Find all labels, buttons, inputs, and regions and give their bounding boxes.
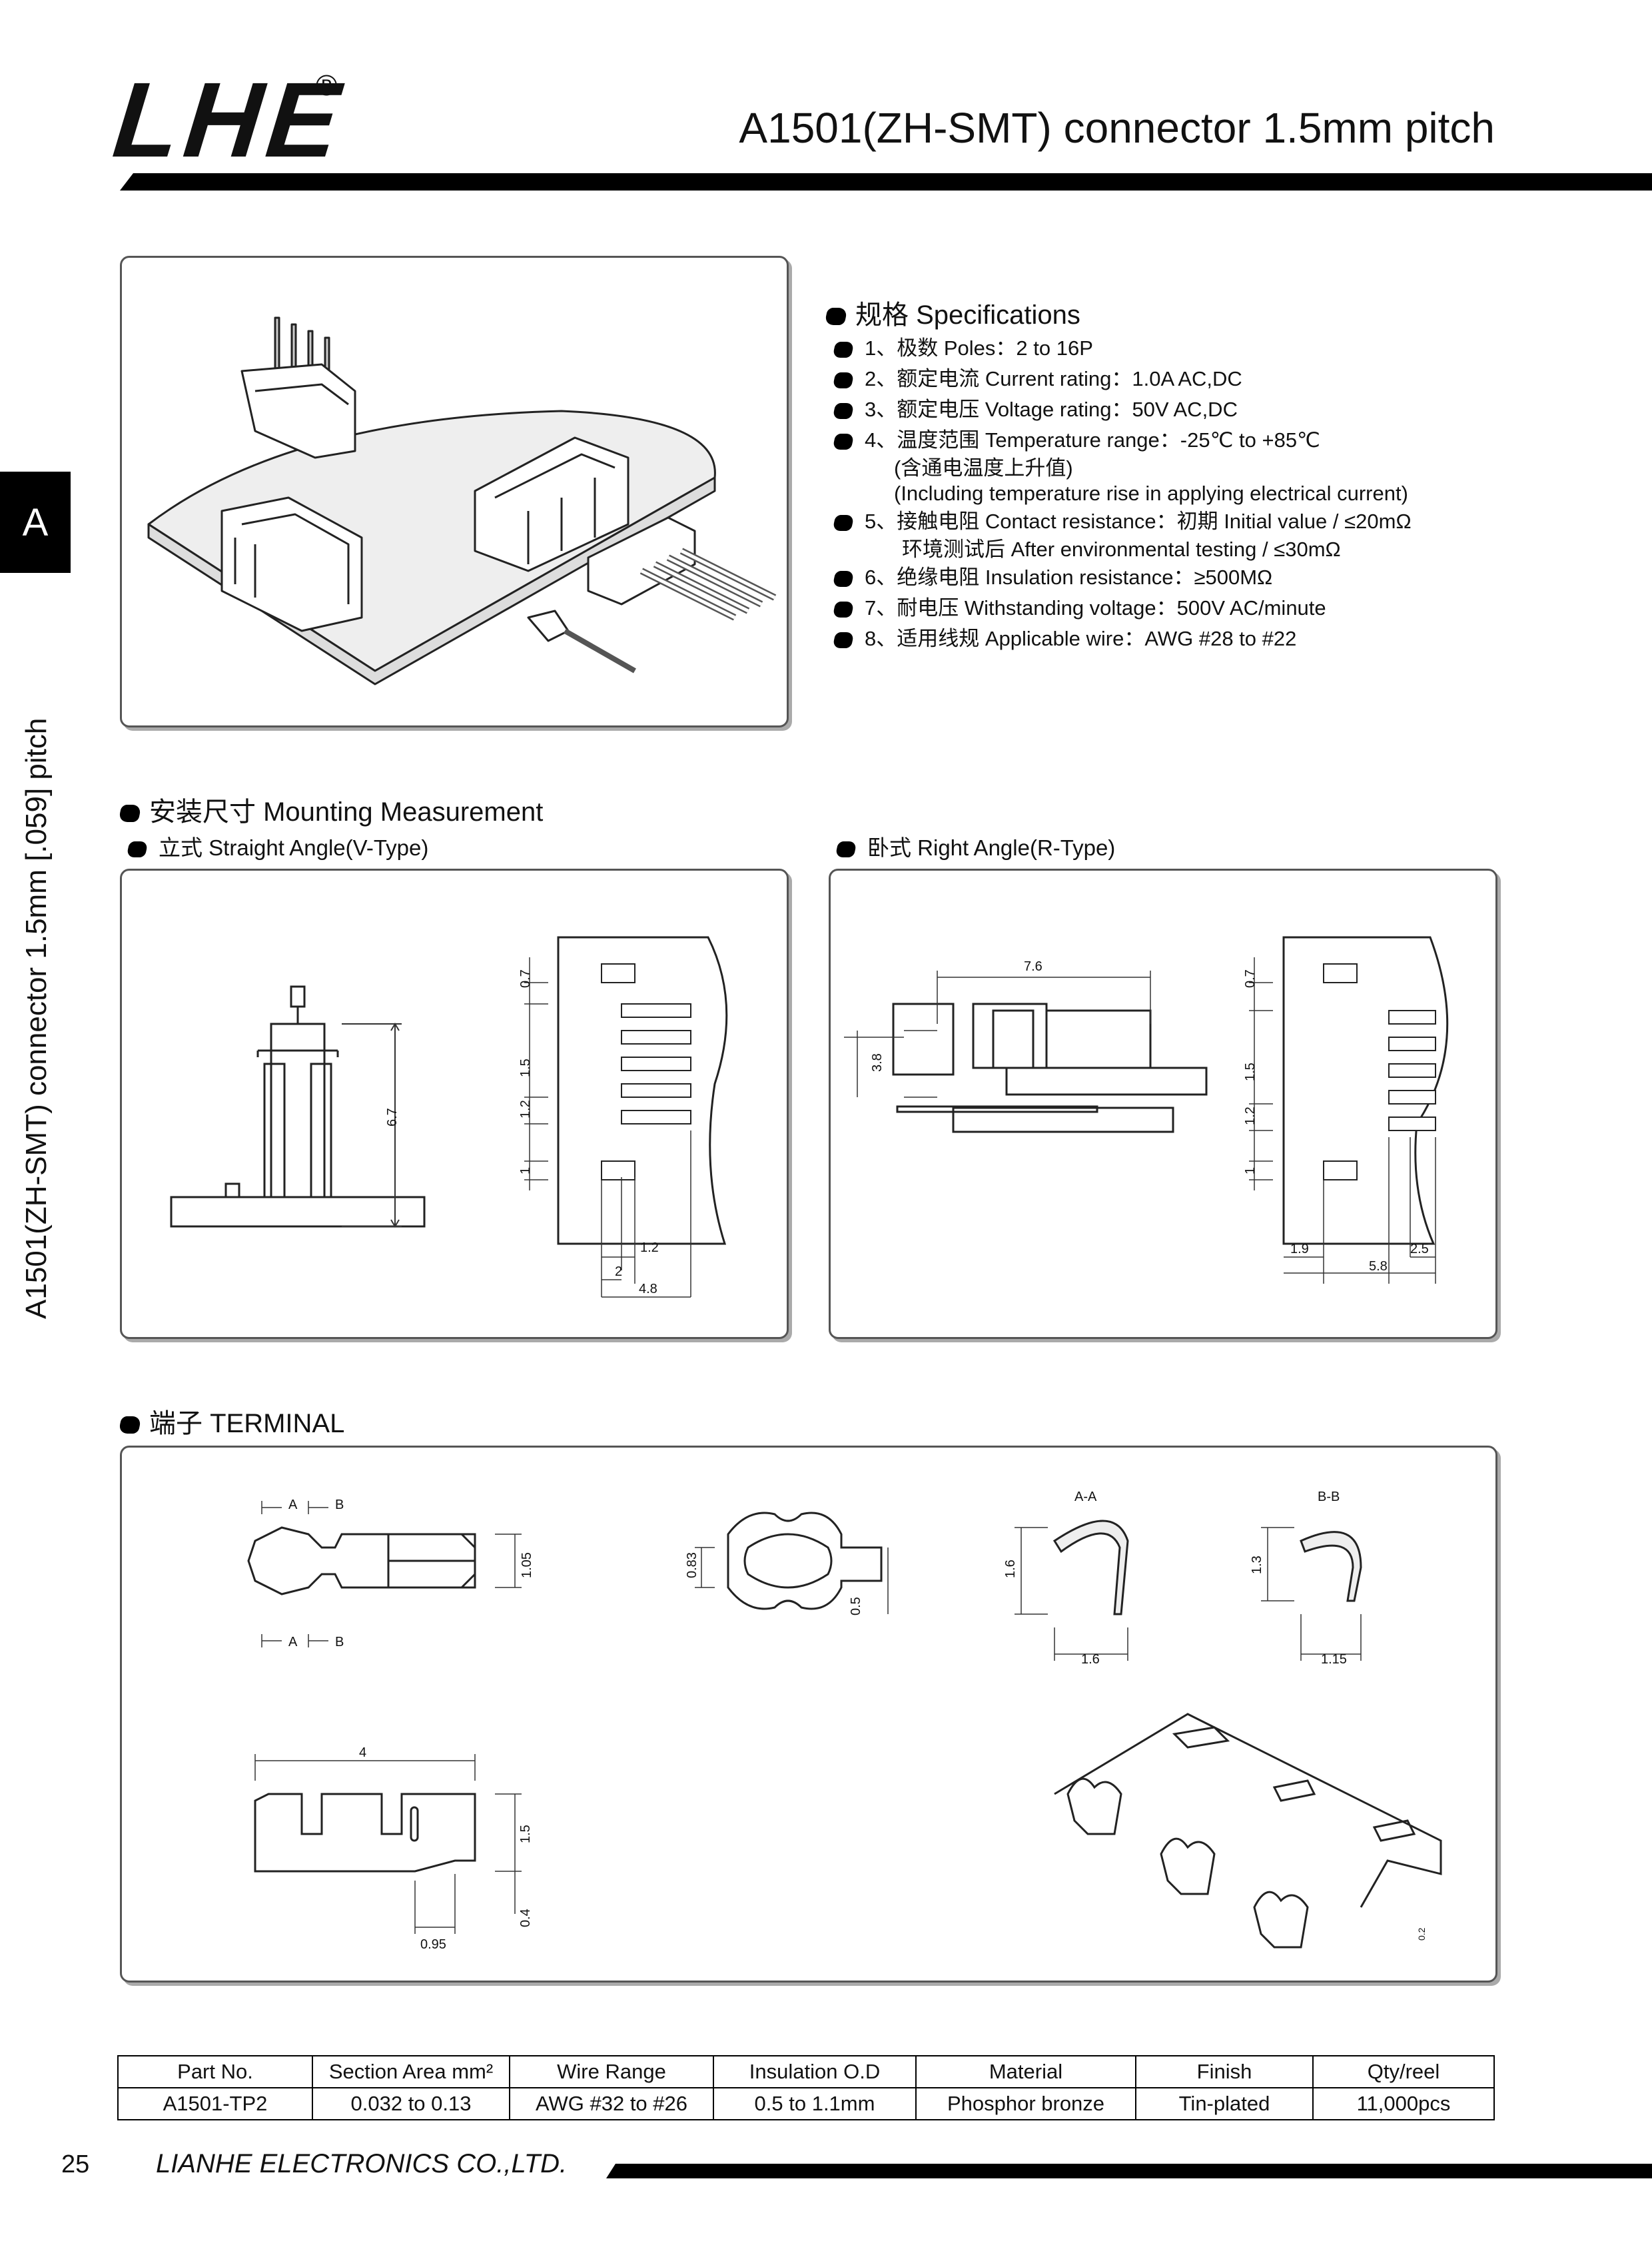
- section-marker: A: [288, 1498, 298, 1512]
- dim-label: 0.7: [518, 969, 533, 988]
- terminal-spec-table: Part No. Section Area mm² Wire Range Ins…: [117, 2055, 1495, 2120]
- section-tab[interactable]: A: [0, 472, 71, 573]
- bullet-icon: [832, 514, 855, 531]
- spec-item: 1、极数 Poles：2 to 16P: [832, 333, 1412, 364]
- table-header-row: Part No. Section Area mm² Wire Range Ins…: [117, 2055, 1495, 2088]
- spec-item: 7、耐电压 Withstanding voltage：500V AC/minut…: [832, 593, 1412, 624]
- bullet-icon: [832, 570, 855, 587]
- mounting-heading: 安装尺寸 Mounting Measurement: [118, 790, 543, 829]
- table-cell: AWG #32 to #26: [509, 2087, 714, 2120]
- dim-label: 1.5: [1243, 1063, 1258, 1081]
- table-cell: 11,000pcs: [1312, 2087, 1495, 2120]
- spec-note: (Including temperature rise in applying …: [894, 482, 1408, 505]
- table-header-cell: Material: [915, 2055, 1136, 2088]
- bullet-icon: [832, 601, 855, 618]
- spec-item: 6、绝缘电阻 Insulation resistance：≥500MΩ: [832, 562, 1412, 593]
- terminal-drawing: A B A B A-A B-B 1.05 0.83 0.5 1.6 1.6 1.…: [247, 1490, 1442, 1952]
- company-logo: LHE: [108, 60, 350, 179]
- table-cell: A1501-TP2: [117, 2087, 313, 2120]
- view-label: A-A: [1074, 1490, 1097, 1504]
- dim-label: 1: [518, 1167, 533, 1174]
- straight-angle-drawing-panel: 6.7 0.7 1.5 1.2 1 1.2 2 4.8: [120, 869, 789, 1339]
- bullet-icon: [118, 805, 142, 823]
- right-angle-label: 卧式 Right Angle(R-Type): [835, 830, 1115, 862]
- table-cell: 0.5 to 1.1mm: [713, 2087, 917, 2120]
- bullet-icon: [832, 341, 855, 358]
- side-title: A1501(ZH-SMT) connector 1.5mm [.059] pit…: [20, 717, 53, 1319]
- company-name: LIANHE ELECTRONICS CO.,LTD.: [156, 2149, 568, 2178]
- dim-label: 4: [359, 1745, 366, 1760]
- dim-label: 0.95: [420, 1937, 446, 1952]
- footer-rule: [606, 2164, 1652, 2178]
- dim-label: 2.5: [1410, 1242, 1429, 1256]
- bullet-icon: [118, 1416, 142, 1434]
- bullet-icon: [832, 433, 855, 450]
- v-type-drawing: 6.7 0.7 1.5 1.2 1 1.2 2 4.8: [170, 936, 728, 1298]
- dim-label: 0.83: [685, 1552, 699, 1578]
- dim-label: 4.8: [639, 1282, 657, 1296]
- dim-label: 1.15: [1321, 1652, 1347, 1667]
- spec-item: 2、额定电流 Current rating：1.0A AC,DC: [832, 364, 1412, 394]
- table-header-cell: Qty/reel: [1312, 2055, 1495, 2088]
- section-marker: B: [335, 1635, 344, 1649]
- connector-illustration: [147, 316, 777, 685]
- right-angle-drawing-panel: 7.6 3.8 0.7 1.5 1.2 1 1.9 2.5 5.8: [829, 869, 1497, 1339]
- r-type-drawing: 7.6 3.8 0.7 1.5 1.2 1 1.9 2.5 5.8: [844, 936, 1449, 1284]
- dim-label: 1: [1243, 1167, 1258, 1174]
- dim-label: 1.5: [518, 1825, 533, 1843]
- dim-label: 1.05: [520, 1552, 534, 1578]
- table-header-cell: Finish: [1135, 2055, 1314, 2088]
- page-title: A1501(ZH-SMT) connector 1.5mm pitch: [739, 104, 1495, 152]
- dim-label: 0.7: [1243, 969, 1258, 988]
- dim-label: 1.6: [1081, 1652, 1100, 1667]
- bullet-icon: [832, 632, 855, 648]
- section-marker: A: [288, 1635, 298, 1649]
- header-rule: [120, 173, 1652, 191]
- table-header-cell: Insulation O.D: [713, 2055, 917, 2088]
- dim-label: 6.7: [385, 1108, 400, 1126]
- view-label: B-B: [1318, 1490, 1340, 1504]
- spec-item: 4、温度范围 Temperature range：-25℃ to +85℃: [832, 425, 1412, 456]
- dim-label: 1.2: [518, 1100, 533, 1119]
- table-cell: Phosphor bronze: [915, 2087, 1136, 2120]
- spec-note: 环境测试后 After environmental testing / ≤30m…: [902, 538, 1341, 561]
- product-illustration-panel: [120, 256, 789, 727]
- dim-label: 0.2: [1416, 1927, 1427, 1941]
- dim-label: 1.5: [518, 1059, 533, 1077]
- spec-item: 8、适用线规 Applicable wire：AWG #28 to #22: [832, 624, 1412, 654]
- spec-item: 5、接触电阻 Contact resistance：初期 Initial val…: [832, 506, 1412, 537]
- bullet-icon: [126, 841, 149, 858]
- table-row: A1501-TP2 0.032 to 0.13 AWG #32 to #26 0…: [117, 2087, 1495, 2120]
- dim-label: 7.6: [1024, 959, 1042, 974]
- section-marker: B: [335, 1498, 344, 1512]
- dim-label: 3.8: [870, 1053, 885, 1072]
- dim-label: 1.2: [640, 1240, 659, 1255]
- dim-label: 0.5: [849, 1597, 863, 1615]
- dim-label: 0.4: [518, 1909, 533, 1927]
- table-cell: 0.032 to 0.13: [312, 2087, 510, 2120]
- dim-label: 1.3: [1250, 1556, 1264, 1574]
- dim-label: 1.2: [1243, 1107, 1258, 1125]
- page-number: 25: [61, 2150, 90, 2178]
- table-header-cell: Wire Range: [509, 2055, 714, 2088]
- terminal-heading: 端子 TERMINAL: [118, 1402, 344, 1440]
- table-header-cell: Part No.: [117, 2055, 313, 2088]
- spec-note: (含通电温度上升值): [894, 456, 1073, 480]
- terminal-drawing-panel: A B A B A-A B-B 1.05 0.83 0.5 1.6 1.6 1.…: [120, 1446, 1497, 1983]
- table-header-cell: Section Area mm²: [312, 2055, 510, 2088]
- bullet-icon: [832, 402, 855, 419]
- spec-item: 3、额定电压 Voltage rating：50V AC,DC: [832, 394, 1412, 425]
- bullet-icon: [824, 308, 848, 326]
- specifications-heading: 规格 Specifications: [824, 293, 1080, 332]
- table-cell: Tin-plated: [1135, 2087, 1314, 2120]
- dim-label: 5.8: [1369, 1259, 1388, 1274]
- dim-label: 1.6: [1003, 1560, 1018, 1578]
- dim-label: 2: [615, 1264, 622, 1279]
- straight-angle-label: 立式 Straight Angle(V-Type): [126, 830, 428, 862]
- registered-mark: ®: [316, 69, 338, 102]
- dim-label: 1.9: [1290, 1242, 1309, 1256]
- specifications-list: 1、极数 Poles：2 to 16P 2、额定电流 Current ratin…: [832, 333, 1412, 654]
- bullet-icon: [835, 841, 857, 858]
- bullet-icon: [832, 372, 855, 388]
